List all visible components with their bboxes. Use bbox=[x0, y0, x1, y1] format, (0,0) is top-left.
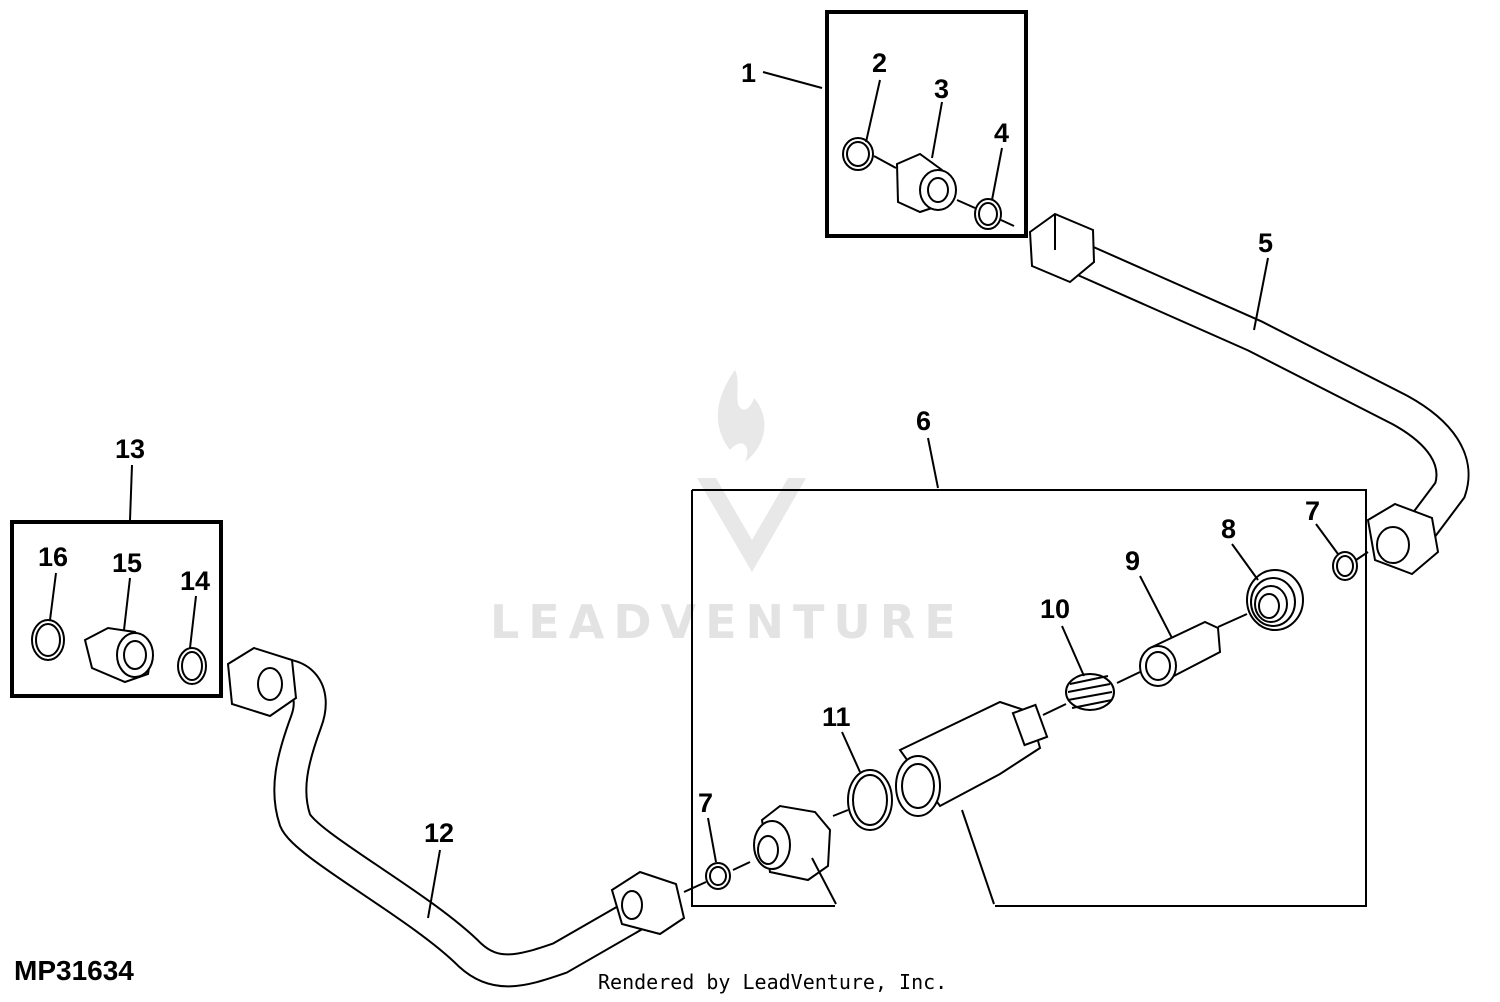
assembly-box-1 bbox=[825, 10, 1028, 238]
figure-id: MP31634 bbox=[14, 955, 134, 986]
part-7-o-ring-upper bbox=[1332, 551, 1358, 581]
part-10-spring-small bbox=[1065, 673, 1115, 711]
part-11-o-ring bbox=[847, 769, 893, 831]
part-4-o-ring bbox=[974, 198, 1002, 230]
callout-15: 15 bbox=[112, 548, 142, 578]
callout-labels: 1 2 3 4 5 6 7 7 8 9 10 11 12 13 14 15 16 bbox=[38, 48, 1320, 848]
assembly-box-13 bbox=[10, 520, 223, 698]
part-12-fuel-line bbox=[226, 646, 686, 988]
callout-9: 9 bbox=[1125, 546, 1140, 576]
callout-8: 8 bbox=[1221, 514, 1236, 544]
callout-5: 5 bbox=[1258, 228, 1273, 258]
part-2-o-ring bbox=[842, 137, 874, 171]
part-5-fuel-line bbox=[1028, 212, 1470, 576]
callout-13: 13 bbox=[115, 434, 145, 464]
leader-lines bbox=[49, 71, 1339, 919]
callout-1: 1 bbox=[741, 58, 756, 88]
watermark-text: LEADVENTURE bbox=[490, 595, 965, 649]
part-16-o-ring bbox=[31, 619, 65, 661]
part-8-spring-large bbox=[1246, 569, 1304, 631]
part-6-valve-body bbox=[895, 700, 1049, 817]
callout-7-upper: 7 bbox=[1305, 496, 1320, 526]
part-3-fitting bbox=[895, 152, 957, 214]
callout-7-lower: 7 bbox=[698, 788, 713, 818]
callout-3: 3 bbox=[934, 74, 949, 104]
part-9-valve bbox=[1139, 620, 1222, 687]
callout-10: 10 bbox=[1040, 594, 1070, 624]
callout-12: 12 bbox=[424, 818, 454, 848]
assembly-box-6 bbox=[691, 489, 1367, 907]
callout-6: 6 bbox=[916, 406, 931, 436]
callout-16: 16 bbox=[38, 542, 68, 572]
part-15-fitting bbox=[83, 626, 154, 684]
part-14-o-ring bbox=[177, 647, 207, 685]
part-7-o-ring-lower bbox=[705, 862, 731, 890]
callout-11: 11 bbox=[822, 702, 851, 732]
watermark-logo bbox=[697, 370, 806, 572]
callout-2: 2 bbox=[872, 48, 887, 78]
render-credit: Rendered by LeadVenture, Inc. bbox=[598, 970, 948, 994]
callout-4: 4 bbox=[994, 118, 1009, 148]
callout-14: 14 bbox=[180, 566, 210, 596]
